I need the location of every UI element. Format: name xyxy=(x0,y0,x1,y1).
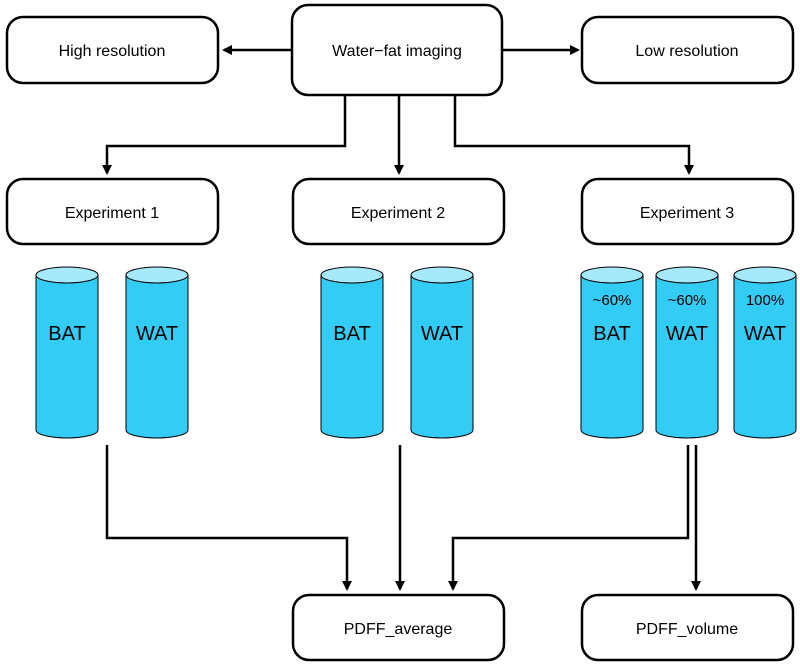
cylinder-e3-bat: ~60% BAT xyxy=(580,266,644,439)
low-resolution-box: Low resolution xyxy=(580,15,795,85)
cylinder-e2-wat: WAT xyxy=(410,266,474,439)
experiment-1-box: Experiment 1 xyxy=(5,177,220,246)
cylinder-e3-wat-60: ~60% WAT xyxy=(655,266,719,439)
cylinder-e1-bat: BAT xyxy=(35,266,99,439)
cylinder-e2-bat-label: BAT xyxy=(333,323,370,345)
high-resolution-box: High resolution xyxy=(5,15,220,85)
arrow-exp1-to-pdff-average xyxy=(105,445,352,591)
high-resolution-label: High resolution xyxy=(59,43,166,60)
cylinder-e3-wat-100: 100% WAT xyxy=(733,266,797,439)
experiment-3-label: Experiment 3 xyxy=(640,205,734,222)
cylinder-e3-wat-60-percent: ~60% xyxy=(668,292,707,309)
cylinder-e3-wat-100-percent: 100% xyxy=(746,292,784,309)
experiment-3-box: Experiment 3 xyxy=(580,177,795,246)
low-resolution-label: Low resolution xyxy=(635,43,738,60)
cylinder-e3-wat-100-label: WAT xyxy=(744,323,786,345)
cylinder-e2-wat-label: WAT xyxy=(421,323,463,345)
arrow-to-experiment-1 xyxy=(102,95,347,175)
experiment-2-box: Experiment 2 xyxy=(291,177,506,246)
arrow-to-experiment-3 xyxy=(453,95,694,175)
cylinder-e3-bat-label: BAT xyxy=(593,323,630,345)
pdff-volume-box: PDFF_volume xyxy=(580,593,795,662)
cylinder-e3-wat-60-label: WAT xyxy=(666,323,708,345)
cylinder-e1-bat-label: BAT xyxy=(48,323,85,345)
cylinder-e1-wat-label: WAT xyxy=(136,323,178,345)
cylinder-e1-wat: WAT xyxy=(125,266,189,439)
connectors xyxy=(102,45,701,591)
water-fat-imaging-label: Water−fat imaging xyxy=(332,43,462,60)
pdff-average-box: PDFF_average xyxy=(291,593,506,662)
cylinder-e2-bat: BAT xyxy=(320,266,384,439)
water-fat-imaging-box: Water−fat imaging xyxy=(290,3,504,97)
pdff-volume-label: PDFF_volume xyxy=(636,621,738,638)
pdff-average-label: PDFF_average xyxy=(344,621,453,638)
experiment-1-label: Experiment 1 xyxy=(65,205,159,222)
cylinder-e3-bat-percent: ~60% xyxy=(593,292,632,309)
experiment-2-label: Experiment 2 xyxy=(351,205,445,222)
arrow-exp3-to-pdff-average xyxy=(448,445,690,591)
